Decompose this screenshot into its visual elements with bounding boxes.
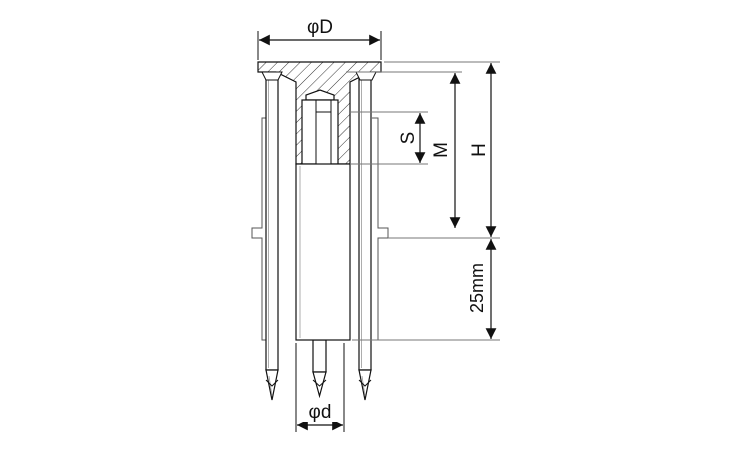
head-diameter-label: φD [307, 17, 333, 38]
center-pin [312, 339, 327, 399]
dimension-h: H [469, 62, 497, 237]
left-nail [265, 77, 279, 401]
sleeve-outline [251, 117, 389, 341]
threaded-insert [301, 89, 339, 165]
h-label: H [469, 143, 490, 157]
m-label: M [431, 142, 452, 158]
dimension-m: M [431, 73, 461, 228]
s-label: S [398, 132, 419, 145]
anchor-body [295, 163, 351, 341]
right-nail [358, 77, 372, 401]
dimension-pin-diameter: φd [295, 343, 345, 432]
pin-diameter-label: φd [309, 402, 332, 423]
length-label: 25mm [467, 263, 487, 313]
dimension-length: 25mm [467, 239, 497, 339]
dimension-head-diameter: φD [257, 17, 382, 60]
extension-lines [346, 61, 500, 341]
dimension-s: S [398, 113, 426, 163]
